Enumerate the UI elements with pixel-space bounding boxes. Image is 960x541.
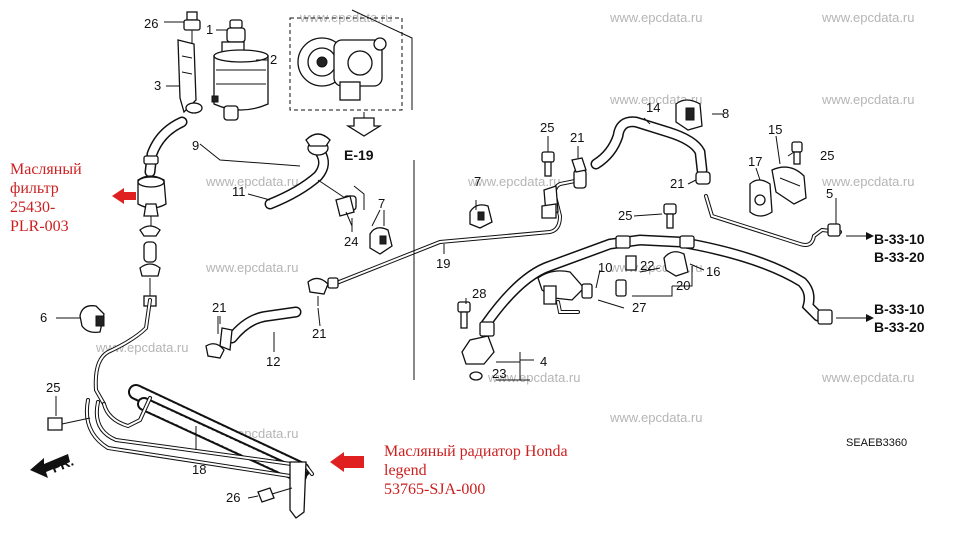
watermark: www.epcdata.ru xyxy=(821,92,915,107)
watermark: www.epcdata.ru xyxy=(299,10,393,25)
watermark: www.epcdata.ru xyxy=(609,410,703,425)
callout-26[interactable]: 26 xyxy=(144,16,158,31)
diagram-code: SEAEB3360 xyxy=(846,437,907,449)
callout-25[interactable]: 25 xyxy=(540,120,554,135)
callout-23[interactable]: 23 xyxy=(492,366,506,381)
watermark: www.epcdata.ru xyxy=(95,340,189,355)
callout-3[interactable]: 3 xyxy=(154,78,161,93)
callout-21[interactable]: 21 xyxy=(570,130,584,145)
callout-2[interactable]: 2 xyxy=(270,52,277,67)
watermark: www.epcdata.ru xyxy=(205,260,299,275)
callout-6[interactable]: 6 xyxy=(40,310,47,325)
reference-codes: B-33-10 B-33-20 B-33-10 B-33-20 SEAEB336… xyxy=(846,231,925,449)
callout-11[interactable]: 11 xyxy=(232,184,246,199)
watermark: www.epcdata.ru xyxy=(609,10,703,25)
ref-b-33-10[interactable]: B-33-10 xyxy=(874,231,925,247)
hose-14 xyxy=(590,99,711,185)
watermark: www.epcdata.ru xyxy=(205,174,299,189)
pipe-19 xyxy=(307,169,587,306)
oil-cooler-18 xyxy=(47,298,314,519)
ref-e19[interactable]: E-19 xyxy=(344,147,374,163)
annotation-line: 25430- xyxy=(10,199,56,216)
callout-25[interactable]: 25 xyxy=(618,208,632,223)
callout-10[interactable]: 10 xyxy=(598,260,612,275)
e19-arrow xyxy=(345,117,383,137)
callout-4[interactable]: 4 xyxy=(540,354,547,369)
filter-pointer-arrow xyxy=(112,188,136,204)
callout-22[interactable]: 22 xyxy=(640,258,654,273)
callout-16[interactable]: 16 xyxy=(706,264,720,279)
callouts: 26 1 2 3 9 11 7 24 6 21 12 21 19 7 25 21… xyxy=(40,16,834,505)
hose-reservoir-filter xyxy=(143,116,188,178)
watermark: www.epcdata.ru xyxy=(467,174,561,189)
callout-14[interactable]: 14 xyxy=(646,100,660,115)
watermark: www.epcdata.ru xyxy=(821,174,915,189)
annotation-line: Масляный радиатор Honda xyxy=(384,443,568,460)
oil-radiator-annotation: Масляный радиатор Honda legend 53765-SJA… xyxy=(384,442,568,499)
callout-25[interactable]: 25 xyxy=(46,380,60,395)
callout-18[interactable]: 18 xyxy=(192,462,206,477)
annotation-line: legend xyxy=(384,462,427,479)
radiator-pointer-arrow xyxy=(330,452,364,472)
pressure-hose-assembly xyxy=(457,234,874,381)
callout-24[interactable]: 24 xyxy=(344,234,358,249)
ref-b-33-10[interactable]: B-33-10 xyxy=(874,301,925,317)
oil-filter xyxy=(137,175,167,307)
callout-17[interactable]: 17 xyxy=(748,154,762,169)
watermark: www.epcdata.ru xyxy=(821,10,915,25)
callout-20[interactable]: 20 xyxy=(676,278,690,293)
callout-21[interactable]: 21 xyxy=(670,176,684,191)
fasteners xyxy=(541,151,677,229)
watermark: www.epcdata.ru xyxy=(609,260,703,275)
callout-27[interactable]: 27 xyxy=(632,300,646,315)
reservoir-assembly xyxy=(177,11,269,121)
callout-1[interactable]: 1 xyxy=(206,22,213,37)
ref-b-33-20[interactable]: B-33-20 xyxy=(874,319,925,335)
callout-15[interactable]: 15 xyxy=(768,122,782,137)
callout-26[interactable]: 26 xyxy=(226,490,240,505)
callout-28[interactable]: 28 xyxy=(472,286,486,301)
annotation-line: фильтр xyxy=(10,180,59,197)
annotation-line: Масляный xyxy=(10,161,82,178)
watermark: www.epcdata.ru xyxy=(821,370,915,385)
power-steering-pump: E-19 xyxy=(289,9,413,163)
ref-b-33-20[interactable]: B-33-20 xyxy=(874,249,925,265)
callout-9[interactable]: 9 xyxy=(192,138,199,153)
return-pipe-5 xyxy=(704,141,874,247)
callout-7[interactable]: 7 xyxy=(378,196,385,211)
callout-21[interactable]: 21 xyxy=(312,326,326,341)
clamp-6 xyxy=(79,305,105,334)
clamp-24 xyxy=(335,195,355,227)
leader-lines xyxy=(55,21,837,499)
callout-25[interactable]: 25 xyxy=(820,148,834,163)
watermark: www.epcdata.ru xyxy=(487,370,581,385)
fr-label: FR. xyxy=(49,453,76,476)
oil-filter-annotation: Масляный фильтр 25430- PLR-003 xyxy=(10,160,82,236)
callout-19[interactable]: 19 xyxy=(436,256,450,271)
hose-12 xyxy=(205,306,302,359)
callout-12[interactable]: 12 xyxy=(266,354,280,369)
callout-7[interactable]: 7 xyxy=(474,174,481,189)
annotation-line: PLR-003 xyxy=(10,218,69,235)
callout-8[interactable]: 8 xyxy=(722,106,729,121)
front-direction-indicator: FR. xyxy=(30,453,76,478)
callout-21[interactable]: 21 xyxy=(212,300,226,315)
annotation-line: 53765-SJA-000 xyxy=(384,481,486,498)
callout-5[interactable]: 5 xyxy=(826,186,833,201)
